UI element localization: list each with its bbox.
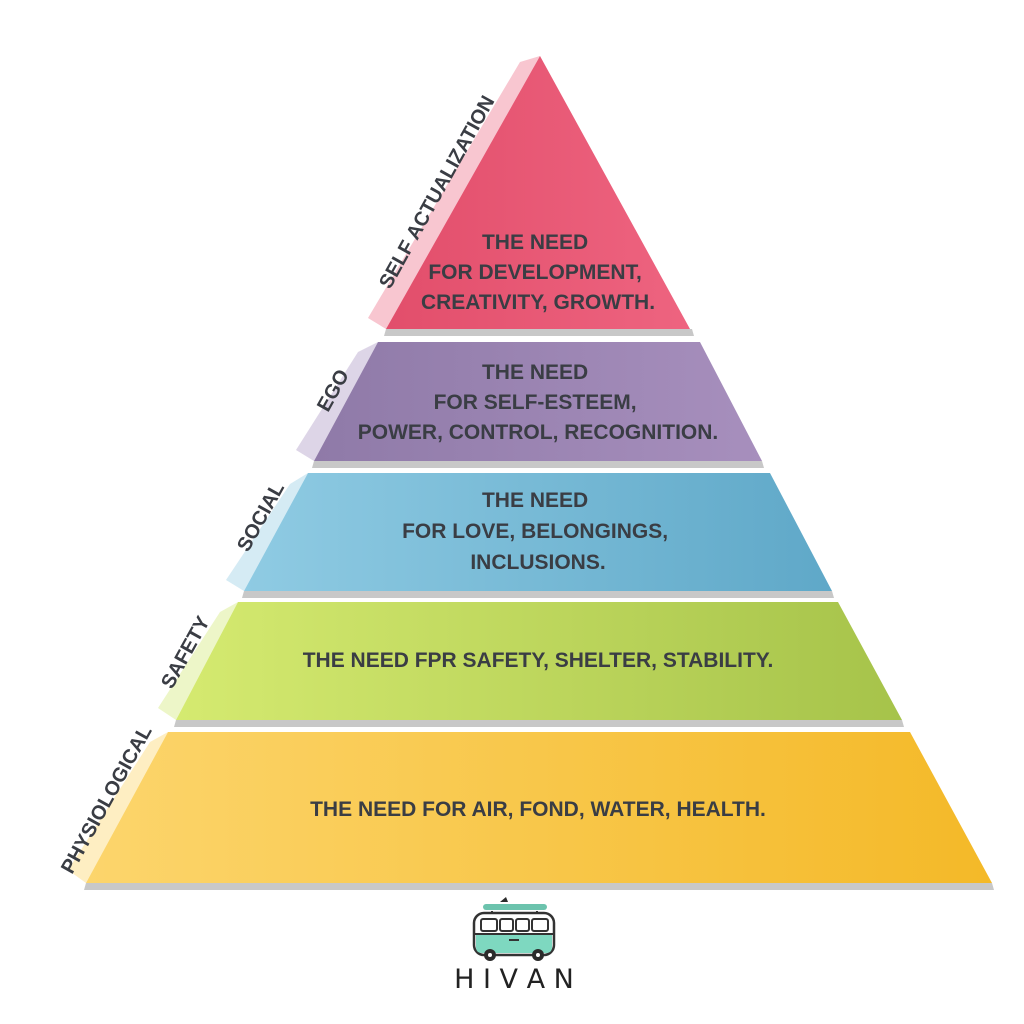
van-icon [472,897,556,961]
tier-line: THE NEED [482,489,588,512]
tier-line: THE NEED [482,231,588,254]
surfboard-icon [483,904,547,910]
tier-text-safety: THE NEED FPR SAFETY, SHELTER, STABILITY. [303,649,774,672]
tier-shadow-social [242,591,834,598]
tier-text-ego: THE NEED FOR SELF-ESTEEM, POWER, CONTROL… [358,361,719,444]
brand-name: H I V A N [454,964,574,995]
tier-social [244,473,832,591]
tier-shadow-safety [174,720,904,727]
side-edge-ego [296,342,378,461]
tier-line: FOR SELF-ESTEEM, [434,391,637,414]
tier-self-actualization [386,56,690,329]
tier-shadow-self-actualization [384,329,694,336]
tier-text-physiological: THE NEED FOR AIR, FOND, WATER, HEALTH. [310,798,766,821]
tiers [86,56,992,883]
tier-descriptions: THE NEED FOR DEVELOPMENT, CREATIVITY, GR… [303,231,774,821]
tier-text-self-actualization: THE NEED FOR DEVELOPMENT, CREATIVITY, GR… [421,231,655,314]
brand-logo: H I V A N [454,897,574,995]
side-edge-physiological [68,732,168,883]
tier-text-social: THE NEED FOR LOVE, BELONGINGS, INCLUSION… [402,489,674,574]
tier-shadows [84,329,994,890]
tier-line: FOR DEVELOPMENT, [428,261,642,284]
tier-line: CREATIVITY, GROWTH. [421,291,655,314]
tier-physiological [86,732,992,883]
tier-ego [314,342,762,461]
tier-line: POWER, CONTROL, RECOGNITION. [358,421,719,444]
side-edge-safety [158,602,238,720]
tier-line: THE NEED [482,361,588,384]
tier-shadow-physiological [84,883,994,890]
tier-safety [176,602,902,720]
side-edges [68,56,540,883]
side-edge-self-actualization [368,56,540,329]
side-edge-social [226,473,308,591]
van-body [476,934,552,953]
tier-shadow-ego [312,461,764,468]
tier-line: INCLUSIONS. [470,551,605,574]
tier-line: FOR LOVE, BELONGINGS, [402,520,668,543]
